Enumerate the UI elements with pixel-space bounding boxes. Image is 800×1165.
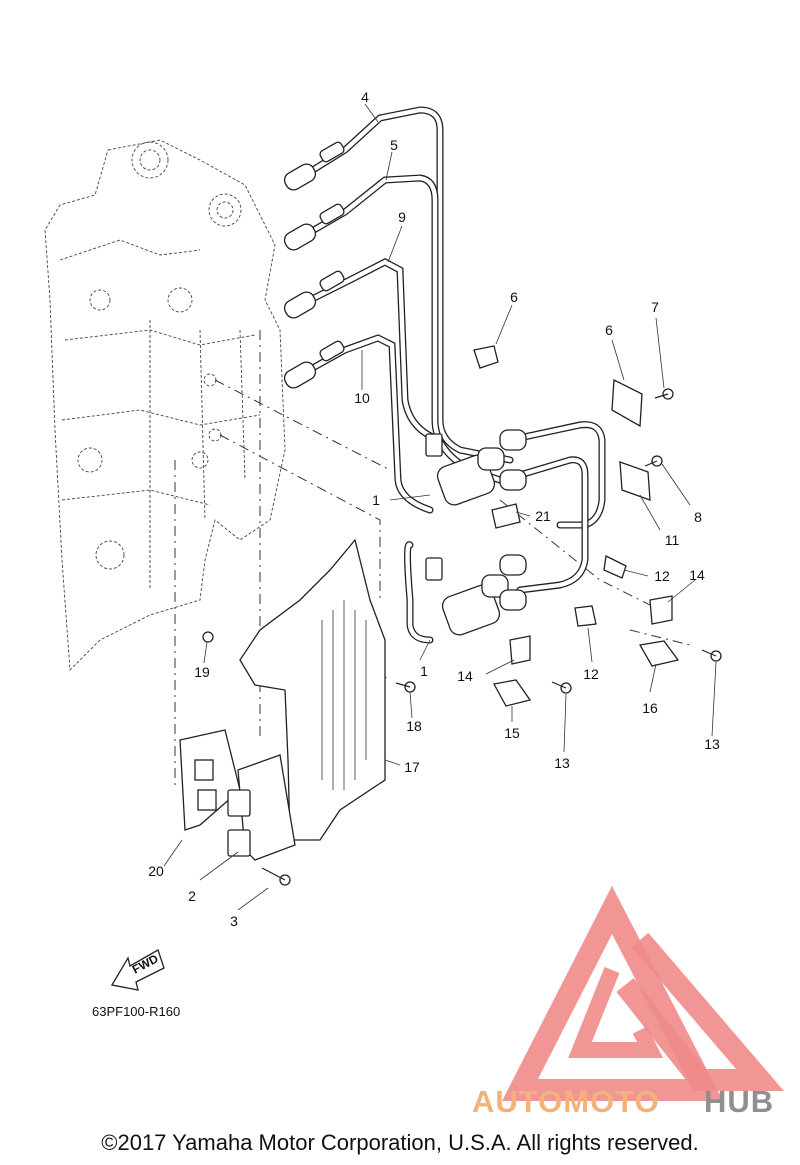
spark-plug-wires	[296, 106, 606, 644]
callout-13-right: 14	[689, 567, 705, 583]
cdi-cover	[239, 538, 386, 841]
callout-15: 17	[404, 759, 420, 775]
callout-4: 6	[510, 289, 518, 305]
callout-leaders	[163, 103, 717, 911]
callout-numbers: 4 5 9 6 6 7 10 1 8 21 11 12 14 12 1 14 1…	[148, 89, 720, 929]
logo-text-hub: HUB	[704, 1084, 774, 1119]
callout-6-lower: 8	[694, 509, 702, 525]
callout-7: 9	[398, 209, 406, 225]
fwd-arrow-icon: FWD	[110, 949, 165, 991]
callout-8: 10	[354, 390, 370, 406]
callout-17: 19	[194, 664, 210, 680]
plug-caps	[283, 141, 345, 389]
callout-10: 12	[583, 666, 599, 682]
callout-13-left: 14	[457, 668, 473, 684]
callout-5: 6	[605, 322, 613, 338]
callout-18: 2	[188, 888, 196, 904]
cdi-unit-and-gasket	[179, 729, 296, 861]
callout-12-left: 13	[554, 755, 570, 771]
copyright-notice: ©2017 Yamaha Motor Corporation, U.S.A. A…	[101, 1130, 699, 1155]
automotohub-logo: AUTOMOTO HUB	[472, 885, 784, 1119]
callout-2: 4	[361, 89, 369, 105]
callout-9: 11	[665, 532, 680, 548]
callout-11: 12	[654, 568, 670, 584]
ignition-coils	[425, 429, 527, 636]
callout-6-top: 7	[651, 299, 659, 315]
engine-block-outline	[44, 139, 286, 672]
logo-text-automoto: AUTOMOTO	[472, 1084, 660, 1119]
callout-1-lower: 1	[420, 663, 428, 679]
callout-12-right: 13	[704, 736, 720, 752]
callout-3: 5	[390, 137, 398, 153]
callout-14-right: 16	[642, 700, 658, 716]
callout-20: 20	[148, 863, 164, 879]
callout-21: 21	[535, 508, 551, 524]
callout-16: 18	[406, 718, 422, 734]
callout-14-left: 15	[504, 725, 520, 741]
diagram-ref-code: 63PF100-R160	[92, 1004, 180, 1019]
callout-19: 3	[230, 913, 238, 929]
callout-1-upper: 1	[372, 492, 380, 508]
small-parts	[202, 345, 722, 886]
